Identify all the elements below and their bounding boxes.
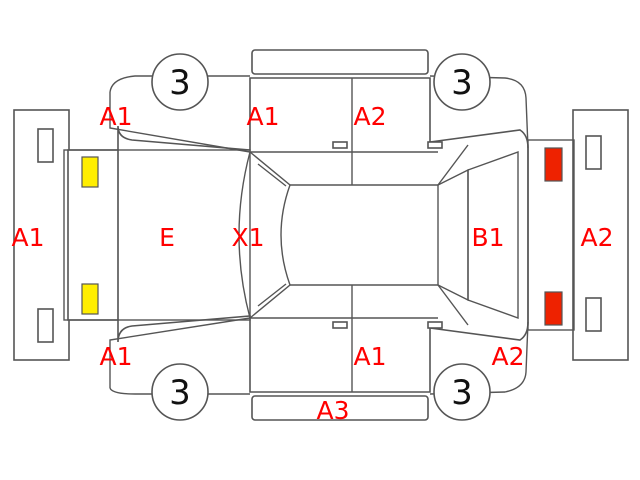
code-windshield: X1 [231, 223, 264, 252]
code-front-right-door: A1 [353, 342, 386, 371]
left-fender-arch-line [109, 75, 250, 93]
left-fender-lower-line [109, 92, 251, 153]
windshield-inner-bottom [257, 283, 287, 307]
wheel-front-right [151, 363, 209, 421]
code-front-left-fender: A1 [99, 102, 132, 131]
front-bumper-slot-bottom [37, 308, 54, 343]
rear-lamp-area [527, 139, 575, 331]
wheel-rear-left-value: 3 [451, 63, 473, 103]
roof-panel [290, 184, 439, 286]
right-front-door-handle [332, 321, 348, 329]
code-rear-left-door: A2 [353, 102, 386, 131]
windshield-outer [238, 151, 251, 319]
windshield-inner-top [257, 163, 287, 187]
right-fender-arch-line [109, 387, 250, 395]
code-trunk-lid: B1 [471, 223, 504, 252]
code-hood: E [159, 223, 175, 252]
code-right-rocker: A3 [316, 396, 349, 425]
front-lamp-area [63, 149, 119, 321]
left-rear-door-handle [427, 141, 443, 149]
windshield [249, 151, 291, 319]
trunk-lid [467, 151, 519, 319]
left-rocker-strip [251, 49, 429, 75]
code-front-left-door: A1 [246, 102, 279, 131]
right-quarter-arch-line [429, 321, 529, 395]
red-lamp-top [544, 147, 563, 182]
wheel-front-left [151, 53, 209, 111]
code-front-bumper: A1 [11, 223, 44, 252]
car-body [67, 77, 529, 393]
amber-lamp-bottom [81, 283, 99, 315]
wheel-rear-right [433, 363, 491, 421]
code-rear-bumper: A2 [580, 223, 613, 252]
wheel-front-left-value: 3 [169, 63, 191, 103]
wheel-rear-left [433, 53, 491, 111]
code-rear-right-quarter: A2 [491, 342, 524, 371]
right-rear-door-handle [427, 321, 443, 329]
right-rocker-strip [251, 395, 429, 421]
front-bumper-slot-top [37, 128, 54, 163]
amber-lamp-top [81, 156, 99, 188]
left-quarter-arch-line [429, 75, 529, 149]
right-fender-lower-line [109, 317, 251, 388]
rear-pillar-top [437, 144, 469, 186]
code-front-right-fender: A1 [99, 342, 132, 371]
rear-bumper-slot-bottom [585, 297, 602, 332]
red-lamp-bottom [544, 291, 563, 326]
rear-bumper-slot-top [585, 135, 602, 170]
wheel-front-right-value: 3 [169, 373, 191, 413]
wheel-rear-right-value: 3 [451, 373, 473, 413]
rear-pillar-bottom [437, 284, 469, 326]
left-front-door-handle [332, 141, 348, 149]
